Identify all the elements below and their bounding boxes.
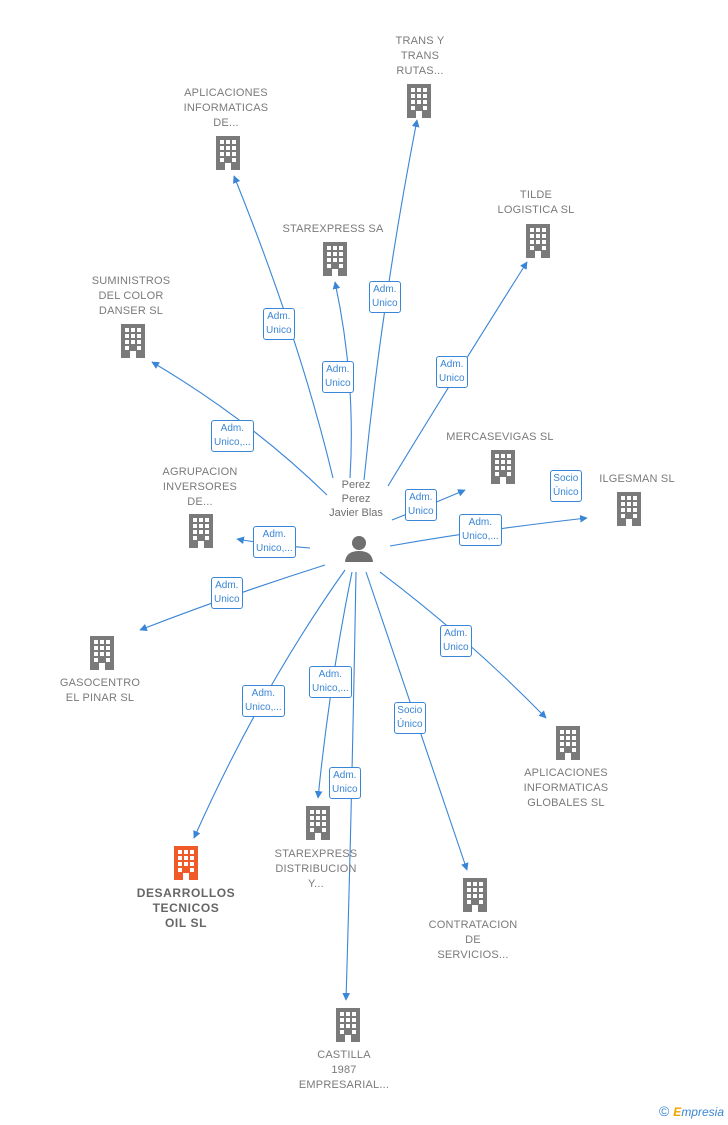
relation-label-ilgesman[interactable]: Adm. Unico,... — [459, 514, 502, 546]
company-label-starexpress-sa[interactable]: STAREXPRESS SA — [282, 223, 384, 235]
copyright-symbol: © — [658, 1103, 670, 1119]
relation-label-starexpress-distribucion[interactable]: Adm. Unico,... — [309, 666, 352, 698]
building-icon[interactable] — [90, 636, 114, 670]
relation-label-starexpress-sa[interactable]: Adm. Unico — [322, 361, 354, 393]
brand-logo-initial: E — [673, 1105, 682, 1119]
relation-label-aplicaciones-informaticas-de[interactable]: Adm. Unico — [263, 308, 295, 340]
relation-label-desarrollos-tecnicos[interactable]: Adm. Unico,... — [242, 685, 285, 717]
company-label-suministros-del-color[interactable]: SUMINISTROS DEL COLOR DANSER SL — [91, 275, 171, 317]
building-icon[interactable] — [526, 224, 550, 258]
company-label-agrupacion-inversores[interactable]: AGRUPACION INVERSORES DE... — [162, 466, 238, 508]
relation-label-aplicaciones-globales[interactable]: Adm. Unico — [440, 625, 472, 657]
building-icon[interactable] — [336, 1008, 360, 1042]
company-label-contratacion-servicios[interactable]: CONTRATACION DE SERVICIOS... — [428, 919, 518, 961]
person-icon[interactable] — [345, 536, 373, 562]
company-label-trans-y-trans[interactable]: TRANS Y TRANS RUTAS... — [395, 35, 445, 77]
building-icon[interactable] — [216, 136, 240, 170]
building-icon[interactable] — [407, 84, 431, 118]
relation-label-mercasevigas[interactable]: Adm. Unico — [405, 489, 437, 521]
building-icon[interactable] — [121, 324, 145, 358]
relation-label-suministros-del-color[interactable]: Adm. Unico,... — [211, 420, 254, 452]
building-icon[interactable] — [174, 846, 198, 880]
company-label-aplicaciones-informaticas-de[interactable]: APLICACIONES INFORMATICAS DE... — [183, 87, 269, 129]
company-label-mercasevigas[interactable]: MERCASEVIGAS SL — [446, 431, 554, 443]
company-label-castilla-1987[interactable]: CASTILLA 1987 EMPRESARIAL... — [298, 1049, 390, 1091]
company-label-ilgesman[interactable]: ILGESMAN SL — [599, 473, 675, 485]
company-label-gasocentro[interactable]: GASOCENTRO EL PINAR SL — [59, 677, 141, 704]
building-icon[interactable] — [323, 242, 347, 276]
company-label-desarrollos-tecnicos[interactable]: DESARROLLOS TECNICOS OIL SL — [136, 886, 236, 930]
footer-brand[interactable]: ©Empresia — [659, 1103, 724, 1119]
relation-label-gasocentro[interactable]: Adm. Unico — [211, 577, 243, 609]
company-label-tilde-logistica[interactable]: TILDE LOGISTICA SL — [497, 189, 575, 216]
building-icon[interactable] — [491, 450, 515, 484]
relation-label-trans-y-trans[interactable]: Adm. Unico — [369, 281, 401, 313]
building-icon[interactable] — [306, 806, 330, 840]
relation-label-contratacion-servicios[interactable]: Socio Único — [394, 702, 426, 734]
building-icon[interactable] — [189, 514, 213, 548]
relation-label-agrupacion-inversores[interactable]: Adm. Unico,... — [253, 526, 296, 558]
company-label-aplicaciones-globales[interactable]: APLICACIONES INFORMATICAS GLOBALES SL — [523, 767, 609, 809]
building-icon[interactable] — [556, 726, 580, 760]
relation-label-castilla-1987[interactable]: Adm. Unico — [329, 767, 361, 799]
person-name[interactable]: Perez Perez Javier Blas — [329, 479, 383, 519]
building-icon[interactable] — [463, 878, 487, 912]
company-label-starexpress-distribucion[interactable]: STAREXPRESS DISTRIBUCION Y... — [274, 848, 358, 890]
building-icon[interactable] — [617, 492, 641, 526]
brand-logo-text: mpresia — [681, 1105, 724, 1119]
relation-label-ilgesman[interactable]: Socio Único — [550, 470, 582, 502]
relation-label-tilde-logistica[interactable]: Adm. Unico — [436, 356, 468, 388]
